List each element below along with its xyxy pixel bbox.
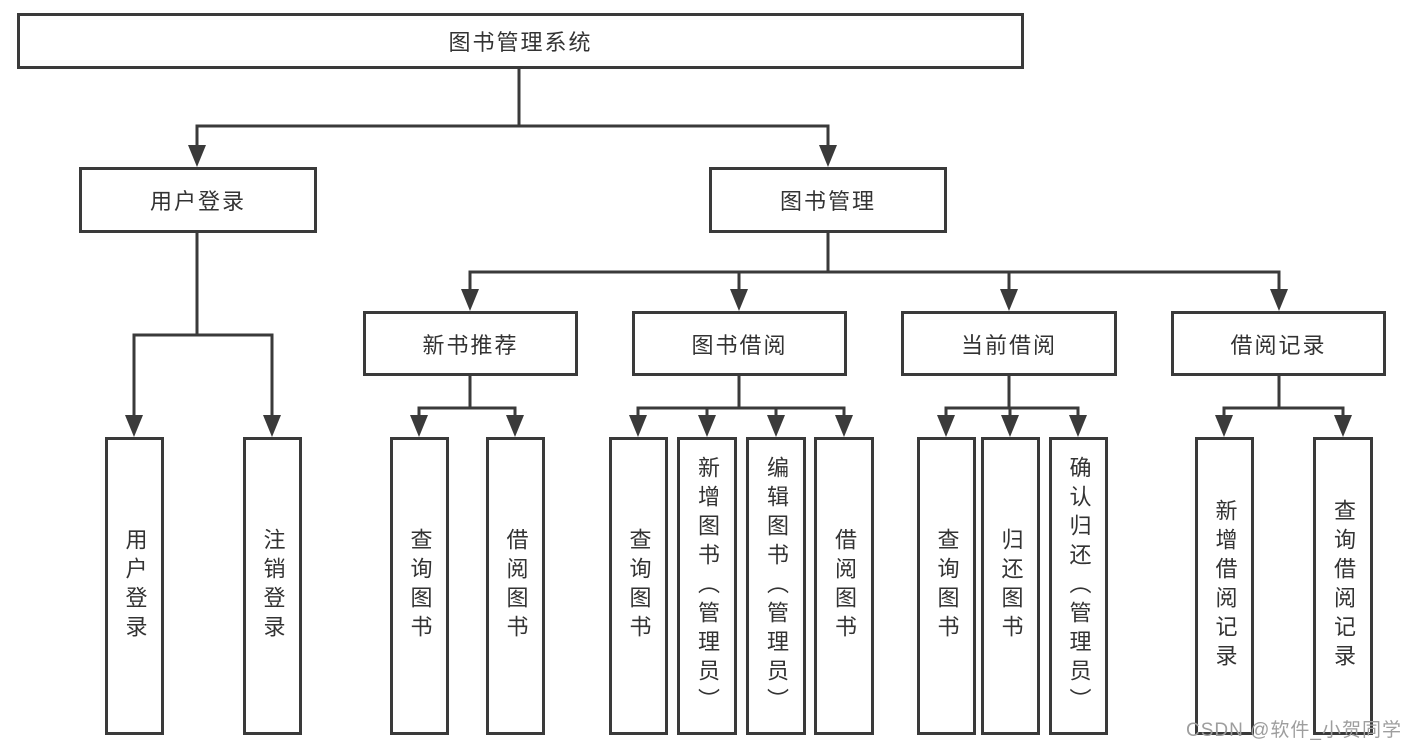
leaf-newbook-query-books: 查询图书 — [390, 437, 449, 735]
leaf-borrowing-edit-books-admin: 编辑图书（管理员） — [746, 437, 806, 735]
node-label: 图书管理 — [779, 189, 876, 214]
leaf-logout: 注销登录 — [243, 437, 302, 735]
leaf-borrowing-query-books: 查询图书 — [609, 437, 668, 735]
node-label: 查询图书 — [626, 528, 652, 644]
node-label: 新书推荐 — [422, 332, 519, 358]
branch-user-login: 用户登录 — [79, 167, 317, 233]
leaf-current-confirm-return-admin: 确认归还（管理员） — [1049, 437, 1108, 735]
leaf-current-return-books: 归还图书 — [981, 437, 1040, 735]
node-label: 借阅图书 — [832, 528, 857, 644]
branch-book-management: 图书管理 — [709, 167, 947, 233]
node-label: 注销登录 — [260, 528, 286, 644]
branch-new-book-recommend: 新书推荐 — [363, 311, 578, 376]
node-label: 图书管理系统 — [448, 30, 593, 55]
node-label: 借阅记录 — [1230, 332, 1327, 358]
node-label: 用户登录 — [122, 528, 148, 644]
branch-book-borrowing: 图书借阅 — [632, 311, 847, 376]
connector-new-book-recommend-to-leaves — [410, 376, 524, 437]
connector-book-borrowing-to-leaves — [629, 376, 853, 437]
node-label: 编辑图书（管理员） — [764, 455, 789, 717]
node-label: 用户登录 — [149, 189, 246, 214]
node-label: 查询借阅记录 — [1331, 499, 1356, 673]
branch-borrowing-records: 借阅记录 — [1171, 311, 1386, 376]
node-label: 图书借阅 — [691, 332, 788, 358]
leaf-newbook-borrow-books: 借阅图书 — [486, 437, 545, 735]
connector-current-borrowing-to-leaves — [937, 376, 1087, 437]
leaf-borrowing-borrow-books: 借阅图书 — [814, 437, 874, 735]
root-node: 图书管理系统 — [17, 13, 1024, 69]
leaf-records-add-record: 新增借阅记录 — [1195, 437, 1254, 735]
connector-borrowing-records-to-leaves — [1215, 376, 1352, 437]
connector-book-management-to-level3 — [461, 233, 1288, 311]
node-label: 确认归还（管理员） — [1066, 455, 1092, 717]
leaf-current-query-books: 查询图书 — [917, 437, 976, 735]
branch-current-borrowing: 当前借阅 — [901, 311, 1117, 376]
connector-root-to-level2 — [188, 69, 837, 167]
node-label: 借阅图书 — [503, 528, 529, 644]
node-label: 查询图书 — [407, 528, 433, 644]
leaf-records-query-record: 查询借阅记录 — [1313, 437, 1373, 735]
leaf-user-login: 用户登录 — [105, 437, 164, 735]
leaf-borrowing-add-books-admin: 新增图书（管理员） — [677, 437, 737, 735]
node-label: 归还图书 — [998, 528, 1024, 644]
connector-user-login-to-leaves — [125, 233, 281, 437]
csdn-watermark: CSDN @软件_小贺同学 — [1186, 720, 1402, 741]
node-label: 新增借阅记录 — [1212, 499, 1238, 673]
node-label: 新增图书（管理员） — [695, 455, 720, 717]
node-label: 当前借阅 — [960, 332, 1057, 358]
node-label: 查询图书 — [934, 528, 960, 644]
